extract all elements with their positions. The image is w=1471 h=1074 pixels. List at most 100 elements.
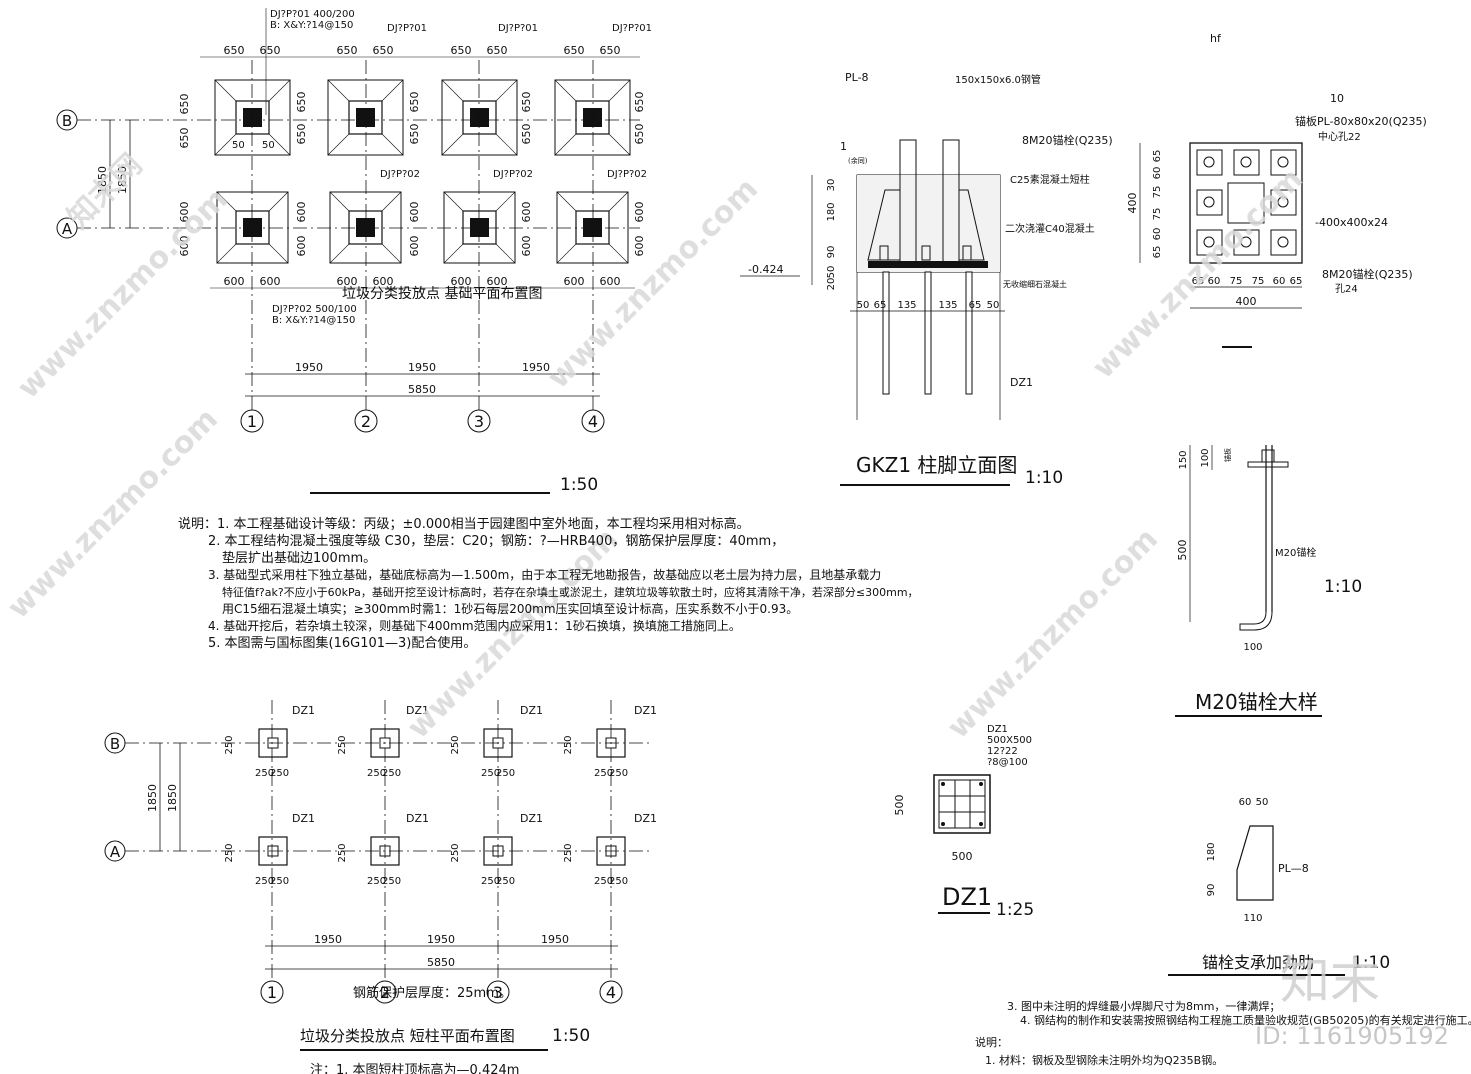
svg-text:250: 250 (563, 843, 574, 862)
svg-text:1950: 1950 (541, 933, 569, 946)
svg-text:650: 650 (178, 128, 191, 149)
svg-text:DJ?P?01: DJ?P?01 (387, 23, 427, 34)
dz1-section: DZ1 500X500 12?22 ?8@100 500 500 DZ1 1:2… (893, 724, 1034, 920)
svg-text:250: 250 (270, 876, 289, 887)
svg-text:250: 250 (481, 876, 500, 887)
note-line-3: 垫层扩出基础边100mm。 (222, 551, 377, 566)
svg-text:60: 60 (1239, 797, 1252, 808)
svg-text:50: 50 (826, 266, 837, 279)
svg-text:DJ?P?01: DJ?P?01 (498, 23, 538, 34)
svg-text:DZ1: DZ1 (292, 812, 315, 825)
svg-text:600: 600 (520, 202, 533, 223)
svg-text:?8@100: ?8@100 (987, 757, 1028, 768)
svg-text:DJ?P?02: DJ?P?02 (493, 169, 533, 180)
svg-text:B: X&Y:?14@150: B: X&Y:?14@150 (272, 315, 355, 326)
svg-text:DJ?P?02: DJ?P?02 (607, 169, 647, 180)
svg-text:1:50: 1:50 (552, 1026, 590, 1046)
svg-text:650: 650 (408, 124, 421, 145)
note-line-5: 特征值f?ak?不应小于60kPa，基础开挖至设计标高时，若存在杂填土或淤泥土，… (222, 586, 919, 599)
steel-note-1: 3. 图中未注明的焊缝最小焊脚尺寸为8mm，一律满焊； (1007, 1000, 1281, 1013)
stiffener-title: 锚栓支承加劲肋 (1202, 953, 1314, 972)
svg-text:650: 650 (337, 44, 358, 57)
svg-text:110: 110 (1243, 913, 1262, 924)
svg-text:500X500: 500X500 (987, 735, 1032, 746)
foundation-notes: 说明：1. 本工程基础设计等级：丙级；±0.000相当于园建图中室外地面，本工程… (178, 516, 919, 652)
note-line-6: 用C15细石混凝土填实；≥300mm时需1：1砂石每层200mm压实回填至设计标… (222, 602, 799, 616)
svg-text:180: 180 (1206, 842, 1217, 861)
svg-text:400: 400 (1236, 295, 1257, 308)
column-plan: B A 1850 1850 DZ1 DZ1 DZ1 DZ1 DZ1 DZ1 DZ… (104, 700, 657, 1074)
row-spacing-1: 1850 (96, 166, 109, 194)
svg-text:60: 60 (1273, 276, 1286, 287)
svg-text:500: 500 (952, 850, 973, 863)
axis-row-b: B (56, 109, 640, 131)
svg-text:1: 1 (840, 140, 847, 153)
svg-text:100: 100 (1243, 642, 1262, 653)
svg-text:250: 250 (337, 735, 348, 754)
svg-text:650: 650 (373, 44, 394, 57)
svg-text:500: 500 (1176, 540, 1189, 561)
svg-text:600: 600 (408, 236, 421, 257)
svg-text:75: 75 (1152, 208, 1163, 221)
watermark-brand-2: 知末 (1280, 952, 1380, 1010)
svg-text:90: 90 (826, 246, 837, 259)
svg-text:DJ?P?02 500/100: DJ?P?02 500/100 (272, 304, 357, 315)
svg-text:1850: 1850 (146, 784, 159, 812)
svg-text:65: 65 (969, 300, 982, 311)
svg-text:600: 600 (600, 275, 621, 288)
svg-text:1950: 1950 (408, 361, 436, 374)
watermark-site-6: www.znzmo.com (941, 522, 1165, 746)
svg-text:1:10: 1:10 (1025, 468, 1063, 488)
foundation-total: 5850 (408, 383, 436, 396)
svg-text:250: 250 (382, 876, 401, 887)
svg-text:1:10: 1:10 (1324, 577, 1362, 597)
svg-text:250: 250 (594, 768, 613, 779)
svg-text:250: 250 (224, 843, 235, 862)
svg-text:650: 650 (520, 124, 533, 145)
note-line-1: 说明：1. 本工程基础设计等级：丙级；±0.000相当于园建图中室外地面，本工程… (178, 517, 750, 532)
svg-text:75: 75 (1252, 276, 1265, 287)
m20-anchor-detail: 150 100 锚板 500 M20锚栓 100 1:10 M20锚栓大样 (1175, 445, 1362, 717)
svg-text:B: B (110, 735, 120, 753)
svg-text:250: 250 (563, 735, 574, 754)
svg-text:600: 600 (224, 275, 245, 288)
note-line-7: 4. 基础开挖后，若杂填土较深，则基础下400mm范围内应采用1：1砂石换填，换… (208, 619, 741, 633)
svg-text:600: 600 (260, 275, 281, 288)
svg-text:100: 100 (1200, 448, 1211, 467)
svg-text:650: 650 (224, 44, 245, 57)
svg-text:600: 600 (178, 236, 191, 257)
watermark-brand-1: 知末网 (61, 147, 149, 235)
svg-text:3: 3 (493, 983, 503, 1002)
steel-notes: 3. 图中未注明的焊缝最小焊脚尺寸为8mm，一律满焊； 4. 钢结构的制作和安装… (975, 1000, 1471, 1068)
svg-text:3: 3 (474, 412, 484, 431)
svg-text:1950: 1950 (427, 933, 455, 946)
svg-text:(余同): (余同) (848, 156, 868, 165)
svg-text:650: 650 (408, 92, 421, 113)
svg-text:250: 250 (367, 768, 386, 779)
svg-text:600: 600 (373, 275, 394, 288)
svg-text:DJ?P?02: DJ?P?02 (380, 169, 420, 180)
svg-text:8M20锚栓(Q235): 8M20锚栓(Q235) (1322, 267, 1413, 281)
svg-text:DZ1: DZ1 (634, 812, 657, 825)
svg-text:65: 65 (1290, 276, 1303, 287)
note-line-4: 3. 基础型式采用柱下独立基础，基础底标高为—1.500m，由于本工程无地勘报告… (208, 568, 882, 582)
svg-text:650: 650 (260, 44, 281, 57)
svg-text:650: 650 (487, 44, 508, 57)
watermark-site-1: www.znzmo.com (11, 182, 235, 406)
svg-text:2: 2 (380, 983, 390, 1002)
svg-text:锚板PL-80x80x20(Q235): 锚板PL-80x80x20(Q235) (1295, 114, 1427, 128)
svg-text:250: 250 (481, 768, 500, 779)
svg-text:135: 135 (897, 300, 916, 311)
svg-text:5850: 5850 (427, 956, 455, 969)
svg-text:1:10: 1:10 (1352, 953, 1390, 973)
svg-text:600: 600 (295, 202, 308, 223)
svg-text:650: 650 (178, 94, 191, 115)
svg-text:二次浇灌C40混凝土: 二次浇灌C40混凝土 (1005, 222, 1095, 235)
steel-note-heading: 说明： (975, 1036, 1008, 1049)
svg-text:10: 10 (1330, 92, 1344, 105)
svg-text:75: 75 (1152, 186, 1163, 199)
svg-text:250: 250 (496, 768, 515, 779)
gkz1-title: GKZ1 柱脚立面图 (856, 453, 1017, 477)
stiffener-detail: 60 50 180 90 PL—8 110 锚栓支承加劲肋 1:10 (1168, 797, 1390, 976)
